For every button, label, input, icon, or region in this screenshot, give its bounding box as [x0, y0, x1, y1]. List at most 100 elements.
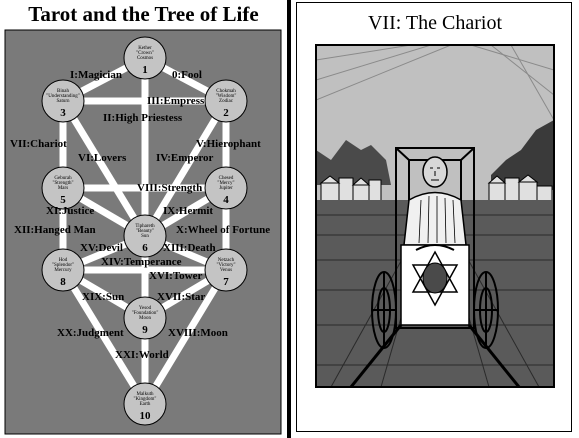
sephira-line3: Cosmos [137, 56, 153, 61]
path-label-13: XIII:Death [163, 242, 216, 254]
sephira-number: 2 [223, 107, 229, 119]
path-label-18: XVIII:Moon [168, 327, 228, 339]
chariot-shaft-right [467, 324, 521, 387]
path-label-12: XII:Hanged Man [14, 224, 96, 236]
path-label-16: XVI:Tower [149, 270, 202, 282]
sephira-number: 10 [140, 410, 152, 422]
sephira-line2: "Mercy" [217, 181, 234, 186]
sephiroth-layer: Kether"Crown"Cosmos1Chokmah"Wisdom"Zodia… [41, 36, 248, 426]
charioteer-body [403, 191, 467, 246]
path-label-9: IX:Hermit [163, 205, 213, 217]
sephira-line1: Tiphareth [135, 224, 155, 229]
sephira-line1: Chesed [219, 176, 234, 181]
sephira-line2: "Splendor" [52, 263, 74, 268]
sephira-line3: Venus [220, 268, 232, 273]
chariot-illustration [315, 44, 555, 388]
tree-of-life-diagram: Kether"Crown"Cosmos1Chokmah"Wisdom"Zodia… [4, 29, 282, 435]
path-label-6: VI:Lovers [78, 152, 127, 164]
sephira-number: 8 [60, 276, 66, 288]
sephira-circle [41, 248, 85, 292]
card-title: VII: The Chariot [367, 12, 503, 34]
path-label-2: II:High Priestess [103, 112, 183, 124]
chariot-card-panel: VII: The Chariot [291, 0, 579, 438]
panel-divider [287, 0, 291, 438]
card-border [296, 2, 572, 432]
sephira-line2: "Strength" [52, 181, 73, 186]
tree-of-life-panel: Tarot and the Tree of Life Kether"Crown"… [0, 0, 287, 438]
city-left [319, 175, 382, 202]
path-label-4: IV:Emperor [156, 152, 214, 164]
sephira-line3: Sun [141, 234, 149, 239]
sephira-circle [204, 248, 248, 292]
sephira-circle [41, 166, 85, 210]
sephira-line1: Geburah [54, 176, 72, 181]
sephira-line3: Moon [139, 316, 151, 321]
sephira-1: Kether"Crown"Cosmos 1 [123, 36, 167, 80]
charioteer-face [430, 167, 440, 181]
path-label-3: III:Empress [147, 95, 205, 107]
mountain-left [316, 140, 391, 185]
path-label-15: XV:Devil [80, 242, 123, 254]
sephira-circle [123, 36, 167, 80]
path-label-20: XX:Judgment [57, 327, 124, 339]
sephira-7: Netzach"Victory"Venus 7 [204, 248, 248, 292]
path-line-3-6 [60, 99, 148, 238]
path-label-8: VIII:Strength [137, 182, 202, 194]
sephira-line1: Binah [57, 89, 69, 94]
path-label-21: XXI:World [115, 349, 169, 361]
sephira-line2: "Understanding" [46, 94, 80, 99]
sephira-circle [123, 214, 167, 258]
tree-title: Tarot and the Tree of Life [28, 2, 259, 26]
robe-folds [418, 195, 456, 244]
sephira-line1: Malkuth [137, 392, 154, 397]
sephira-6: Tiphareth"Beauty"Sun 6 [123, 214, 167, 258]
sephira-line3: Earth [140, 402, 151, 407]
sephira-circle [123, 296, 167, 340]
path-label-10: X:Wheel of Fortune [176, 224, 270, 236]
sephira-line2: "Foundation" [132, 311, 159, 316]
path-label-14: XIV:Temperance [101, 256, 182, 268]
sephira-line3: Zodiac [219, 99, 234, 104]
sephira-line1: Netzach [218, 258, 235, 263]
sephira-circle [204, 79, 248, 123]
path-label-0: 0:Fool [172, 69, 202, 81]
city-right [487, 174, 553, 202]
sephira-line1: Hod [59, 258, 68, 263]
sephira-number: 5 [60, 194, 66, 206]
winged-disc [415, 244, 455, 251]
path-label-7: VII:Chariot [10, 138, 67, 150]
path-label-17: XVII:Star [157, 291, 205, 303]
chariot-shaft-left [349, 324, 403, 387]
sephira-circle [204, 166, 248, 210]
sephira-line1: Yesod [139, 306, 152, 311]
sephira-number: 1 [142, 64, 148, 76]
path-label-1: I:Magician [70, 69, 122, 81]
sephira-line2: "Crown" [136, 51, 154, 56]
sephira-number: 3 [60, 107, 66, 119]
sephira-line3: Mars [58, 186, 68, 191]
path-label-19: XIX:Sun [82, 291, 124, 303]
sephira-line2: "Beauty" [136, 229, 154, 234]
sephira-line2: "Victory" [216, 263, 235, 268]
sephira-5: Geburah"Strength"Mars 5 [41, 166, 85, 210]
sephira-circle [41, 79, 85, 123]
emblem-center [422, 262, 448, 294]
mountain-right [491, 120, 554, 190]
sephira-8: Hod"Splendor"Mercury 8 [41, 248, 85, 292]
sephira-line3: Jupiter [219, 186, 233, 191]
sephira-number: 7 [223, 276, 229, 288]
path-line-7-10 [142, 268, 229, 406]
sephira-number: 6 [142, 242, 148, 254]
sephira-line3: Mercury [54, 268, 72, 273]
path-label-11: XI:Justice [46, 205, 94, 217]
sephira-line1: Kether [138, 46, 152, 51]
sephira-line2: "Wisdom" [216, 94, 237, 99]
path-label-5: V:Hierophant [196, 138, 261, 150]
sky-streaks [316, 45, 554, 121]
